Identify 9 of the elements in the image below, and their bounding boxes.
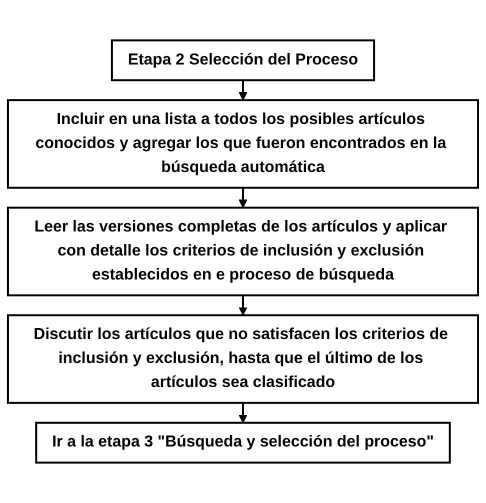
arrow [238,402,248,424]
arrow [238,188,248,208]
arrow [238,80,248,101]
node-box: Incluir en una lista a todos los posibles artículos conocidos y agregar los que fueron encontrados en la búsqueda automática [6,99,480,189]
node-box: Ir a la etapa 3 "Búsqueda y selección del proceso" [35,422,451,464]
node-box: Etapa 2 Selección del Proceso [110,39,376,82]
arrow [238,295,248,316]
node-box: Leer las versiones completas de los artículos y aplicar con detalle los criterios de inclusión y exclusión establecidos en e proceso de búsqueda [6,206,480,296]
node-box: Discutir los artículos que no satisfacen los criterios de inclusión y exclusión, hasta que el último de los artículos sea clasificado [6,314,480,404]
